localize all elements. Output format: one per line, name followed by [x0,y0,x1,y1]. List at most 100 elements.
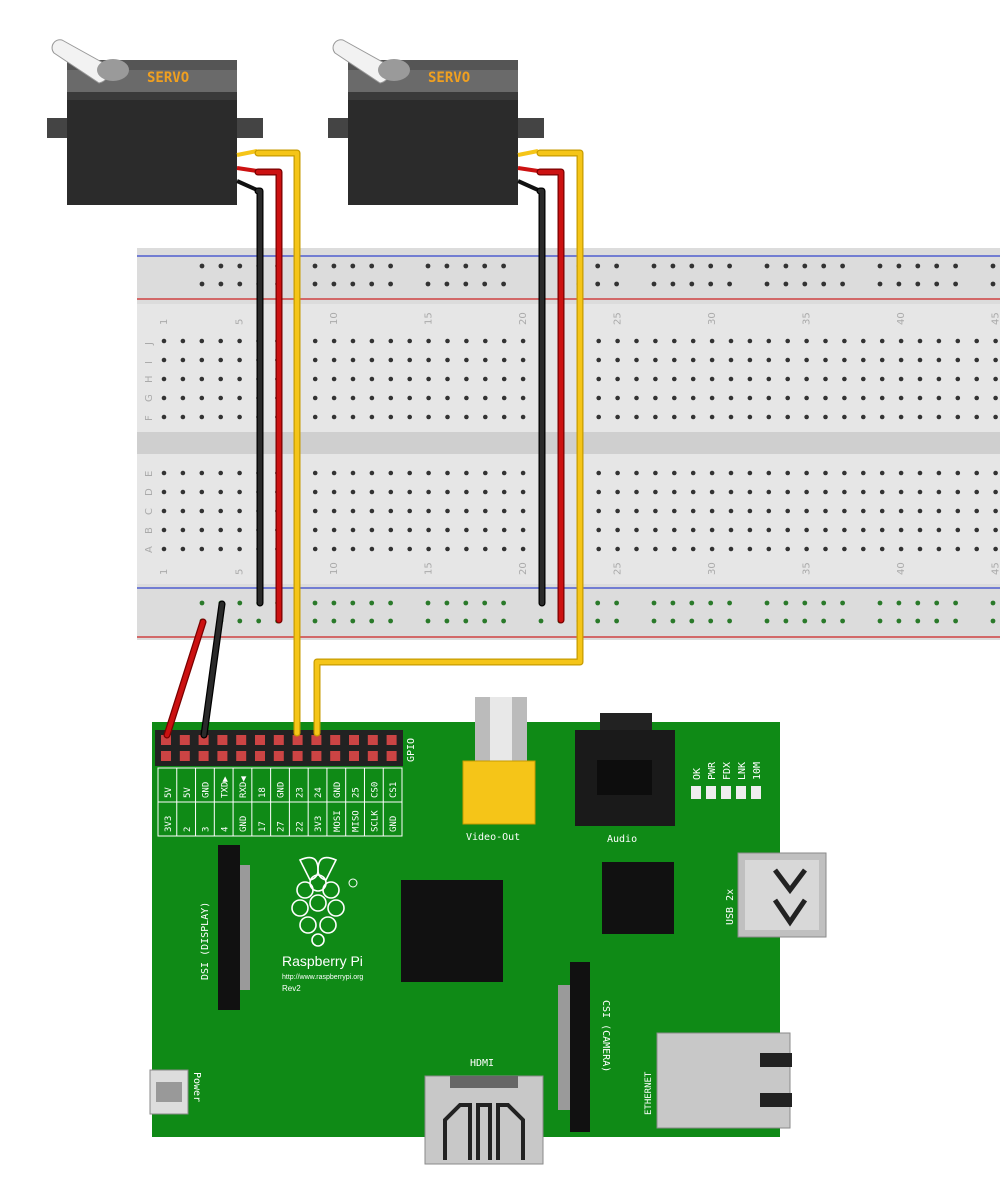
breadboard-hole [218,546,223,552]
led-icon [751,786,761,799]
breadboard-hole [785,338,790,344]
rail-hole [425,263,431,269]
breadboard-hole [993,414,998,420]
breadboard-hole [653,357,658,363]
breadboard-hole [672,489,677,495]
breadboard-hole [672,395,677,401]
breadboard-hole [312,414,318,420]
breadboard-hole [955,508,961,514]
rail-hole [651,618,657,624]
rail-hole [689,618,695,624]
breadboard-hole [672,508,677,514]
breadboard-hole [615,470,620,476]
pin-label: 2 [183,827,193,832]
url-label: http://www.raspberrypi.org [282,974,363,981]
breadboard-hole [747,527,753,533]
breadboard-hole [483,338,488,344]
breadboard-hole [350,489,356,495]
breadboard-hole [917,414,923,420]
gpio-pin [255,735,265,745]
breadboard-hole [842,414,847,420]
rail-hole [915,263,921,269]
breadboard-hole [634,489,639,495]
breadboard-hole [917,470,923,476]
breadboard-hole [917,395,923,401]
gpio-pin [311,751,322,761]
breadboard-hole [407,376,413,382]
rail-hole [821,263,827,269]
rail-hole [877,263,883,269]
breadboard-hole [483,376,488,382]
pin-label: 25 [352,787,362,798]
breadboard-hole [596,357,601,363]
breadboard-hole [728,546,734,552]
breadboard-hole [520,395,526,401]
row-letter: C [144,508,155,515]
breadboard-hole [785,470,790,476]
breadboard-hole [728,395,734,401]
breadboard-hole [483,395,488,401]
gpio-pin [255,751,265,761]
breadboard-hole [520,376,526,382]
breadboard-hole [993,357,998,363]
breadboard-hole [766,546,772,552]
breadboard-hole [974,357,979,363]
col-number: 25 [613,562,624,575]
breadboard-hole [747,357,753,363]
breadboard-hole [520,489,526,495]
col-number: 40 [896,312,907,325]
breadboard-hole [823,527,828,533]
pin-label: GND [277,782,287,798]
breadboard-hole [766,414,772,420]
breadboard-hole [690,357,696,363]
breadboard-hole [936,489,942,495]
breadboard-hole [426,489,431,495]
row-letter: G [144,394,155,402]
breadboard-hole [350,527,356,533]
breadboard-hole [634,508,639,514]
breadboard-hole [199,414,205,420]
breadboard-hole [464,376,469,382]
breadboard-hole [747,395,753,401]
breadboard-hole [369,489,375,495]
breadboard-hole [728,357,734,363]
breadboard-hole [350,376,356,382]
breadboard-hole [879,546,885,552]
rail-hole [953,618,958,624]
breadboard-hole [861,395,866,401]
servo-2: SERVO [328,39,544,205]
pin-label: 3 [202,827,212,832]
rail-hole [331,281,337,287]
breadboard-hole [483,489,488,495]
breadboard-hole [237,527,242,533]
breadboard-hole [501,508,507,514]
pin-label: 5V [183,787,193,798]
breadboard-hole [331,508,337,514]
rail-hole [350,281,356,287]
rail-hole [369,263,375,269]
col-number: 45 [991,562,1000,575]
breadboard-hole [993,546,998,552]
breadboard-hole [709,489,715,495]
breadboard-hole [898,508,904,514]
breadboard-hole [634,338,639,344]
breadboard-hole [653,395,658,401]
breadboard-hole [615,527,620,533]
breadboard-hole [690,546,696,552]
breadboard-hole [426,508,431,514]
breadboard-hole [898,470,904,476]
led-label: 10M [752,762,763,780]
breadboard-hole [350,338,356,344]
led-label: LNK [737,762,748,780]
breadboard-hole [974,395,979,401]
rail-hole [670,618,676,624]
breadboard-hole [842,395,847,401]
breadboard-hole [501,357,507,363]
breadboard-hole [672,357,677,363]
col-number: 1 [159,319,170,325]
breadboard-hole [483,527,488,533]
breadboard-hole [464,489,469,495]
breadboard-hole [615,546,620,552]
rail-hole [783,263,789,269]
led-icon [736,786,746,799]
